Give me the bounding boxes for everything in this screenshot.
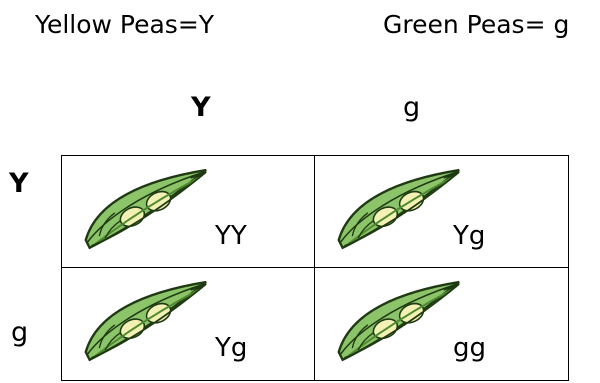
punnett-cell-gg: gg <box>315 268 567 379</box>
punnett-cell-yy: YY <box>62 156 314 267</box>
pea-pod-icon <box>329 274 465 364</box>
grid-divider-vertical <box>314 156 315 380</box>
column-header-g: g <box>403 92 421 123</box>
punnett-square: YY Yg Yg gg <box>61 155 569 381</box>
genotype-label: Yg <box>215 333 248 363</box>
pea-pod-icon <box>76 162 212 252</box>
yellow-peas-legend: Yellow Peas=Y <box>35 10 215 39</box>
pea-pod-icon <box>76 274 212 364</box>
grid-divider-horizontal <box>62 267 568 268</box>
green-peas-legend: Green Peas= g <box>383 10 570 39</box>
punnett-cell-yg-top: Yg <box>315 156 567 267</box>
row-header-y: Y <box>9 168 29 199</box>
genotype-label: Yg <box>453 221 486 251</box>
genotype-label: gg <box>453 333 487 363</box>
genotype-label: YY <box>215 221 247 251</box>
row-header-g: g <box>11 317 29 348</box>
punnett-cell-yg-bottom: Yg <box>62 268 314 379</box>
column-header-y: Y <box>191 92 211 123</box>
pea-pod-icon <box>329 162 465 252</box>
